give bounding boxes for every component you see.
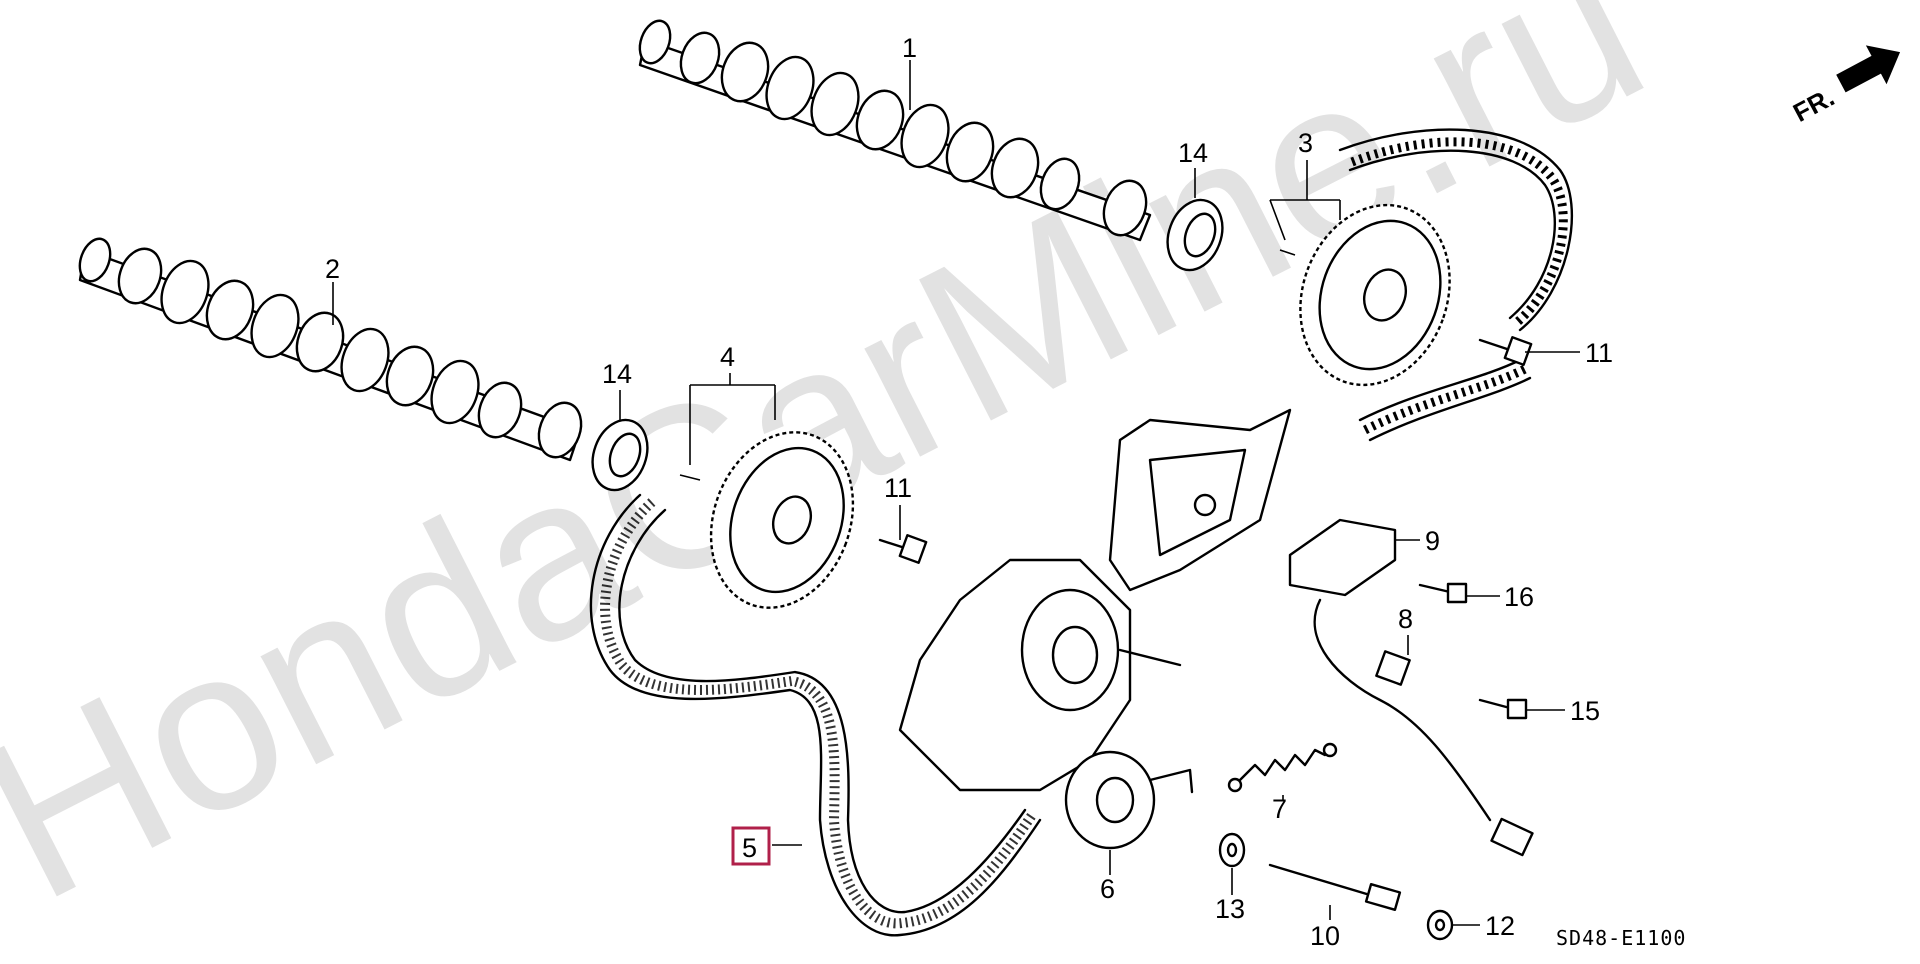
- camshaft-lower: [78, 237, 583, 462]
- pulley-bolt-upper: [1478, 336, 1533, 366]
- sensor-bolt-15: [1478, 698, 1528, 720]
- callout-14-lower[interactable]: 14: [602, 359, 632, 389]
- callout-9[interactable]: 9: [1425, 526, 1440, 556]
- front-direction-marker: FR.: [1788, 45, 1901, 128]
- washer-13: [1218, 832, 1246, 868]
- leader-lines: [332, 60, 1580, 926]
- selection-frame: [731, 826, 771, 866]
- callout-3[interactable]: 3: [1298, 128, 1313, 158]
- callout-13[interactable]: 13: [1215, 894, 1245, 924]
- callout-8[interactable]: 8: [1398, 604, 1413, 634]
- callout-15[interactable]: 15: [1570, 696, 1600, 726]
- tensioner-spring: [1227, 742, 1338, 793]
- washer-12: [1426, 909, 1454, 941]
- callout-14-upper[interactable]: 14: [1178, 138, 1208, 168]
- camshaft-upper: [638, 19, 1152, 242]
- callout-10[interactable]: 10: [1310, 921, 1340, 951]
- callout-6[interactable]: 6: [1100, 874, 1115, 904]
- front-label: FR.: [1788, 82, 1839, 128]
- tdc-sensor-assembly: [1288, 518, 1534, 857]
- oil-seal-upper: [1166, 198, 1224, 272]
- camshaft-pulley-lower: [679, 431, 855, 609]
- timing-belt-upper: [1338, 128, 1573, 442]
- back-cover-bracket: [1108, 408, 1292, 592]
- callout-16[interactable]: 16: [1504, 582, 1534, 612]
- sensor-bolt-16: [1418, 582, 1468, 604]
- callout-4[interactable]: 4: [720, 342, 735, 372]
- oil-seal-lower: [591, 418, 649, 492]
- water-pump: [898, 558, 1182, 792]
- front-arrow-icon: [1836, 45, 1901, 93]
- callout-11-upper[interactable]: 11: [1585, 338, 1613, 368]
- callout-labels: 1 2 3 4 6 7 8 9 10 11 11 12 13 14 14 15 …: [325, 33, 1613, 951]
- timing-belt: [589, 493, 1042, 937]
- callout-7[interactable]: 7: [1272, 794, 1287, 824]
- callout-2[interactable]: 2: [325, 254, 340, 284]
- tensioner-bolt: [1268, 863, 1402, 911]
- callout-12[interactable]: 12: [1485, 911, 1515, 941]
- pulley-bolt-lower: [878, 534, 928, 564]
- camshaft-pulley-upper: [1279, 203, 1451, 387]
- callout-5[interactable]: 5: [742, 833, 757, 863]
- diagram-code: SD48-E1100: [1556, 926, 1686, 950]
- callout-1[interactable]: 1: [902, 33, 917, 63]
- callout-5-selected[interactable]: 5: [731, 826, 771, 866]
- callout-11-lower[interactable]: 11: [884, 473, 912, 503]
- tensioner: [1064, 750, 1194, 850]
